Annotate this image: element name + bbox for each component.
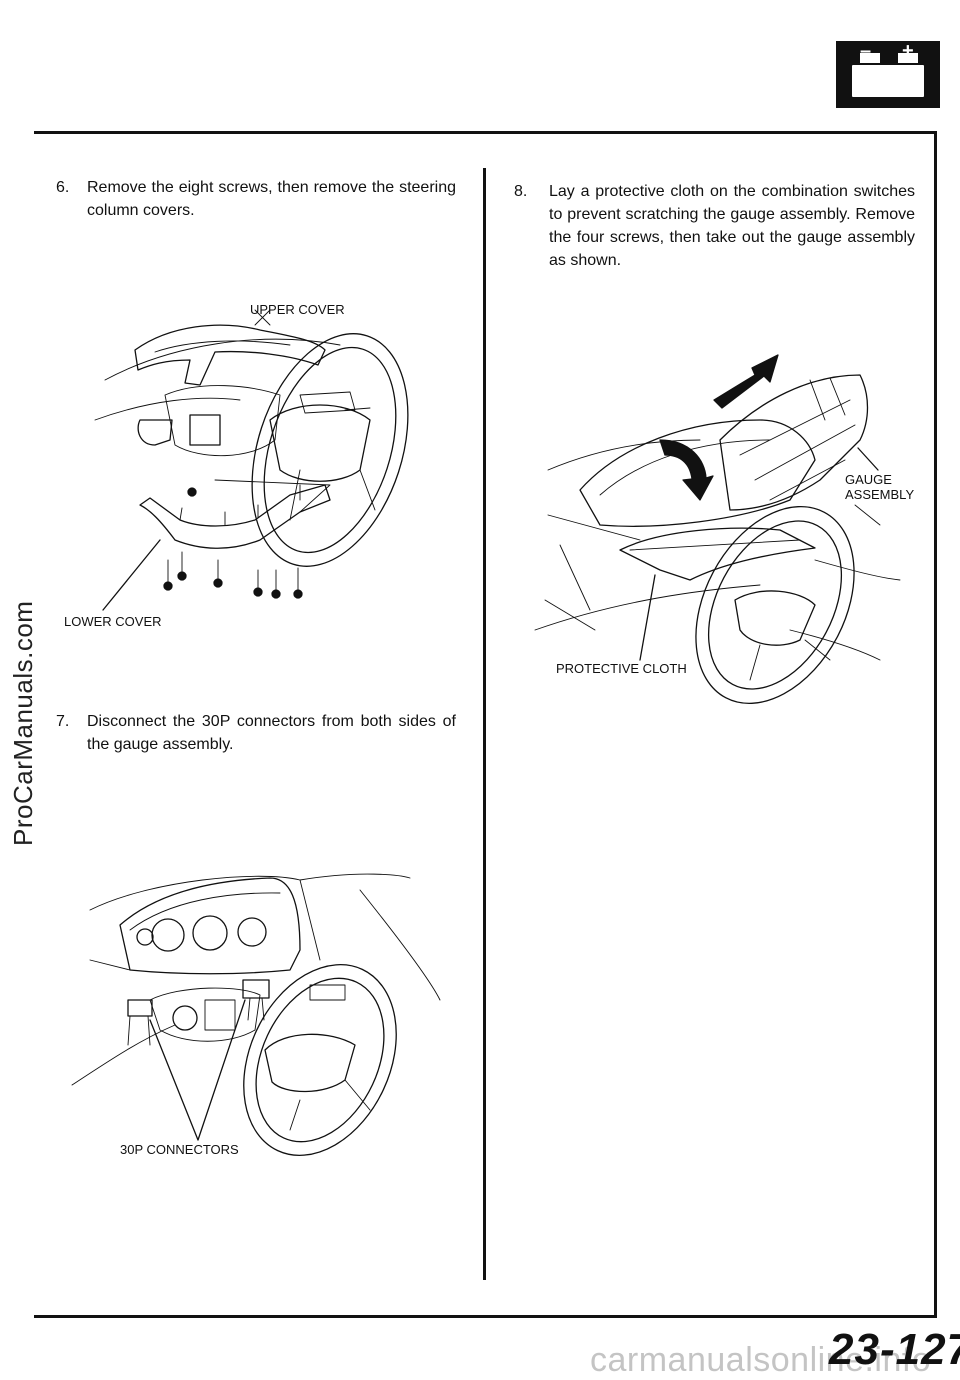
lower-cover-label: LOWER COVER — [64, 614, 162, 629]
battery-plus: + — [902, 40, 914, 62]
page-number: 23-127 — [829, 1325, 960, 1374]
column-divider — [483, 168, 486, 1280]
left-watermark: ProCarManuals.com — [8, 600, 38, 846]
step-6: 6. Remove the eight screws, then remove … — [56, 176, 456, 222]
connectors-label: 30P CONNECTORS — [120, 1142, 239, 1157]
step-6-text: Remove the eight screws, then remove the… — [87, 179, 456, 219]
right-rule — [934, 131, 937, 1318]
protective-cloth-label: PROTECTIVE CLOTH — [556, 661, 687, 676]
step-8-text: Lay a protective cloth on the combinatio… — [549, 183, 915, 269]
step-8: 8. Lay a protective cloth on the combina… — [514, 180, 915, 272]
gauge-assembly-label: GAUGE ASSEMBLY — [845, 472, 915, 502]
step-7-number: 7. — [56, 713, 70, 730]
bottom-watermark: carmanualsonline.info — [590, 1341, 932, 1379]
step-6-number: 6. — [56, 179, 70, 196]
step-7: 7. Disconnect the 30P connectors from bo… — [56, 710, 456, 756]
battery-icon: – + — [836, 41, 940, 108]
bottom-rule — [34, 1315, 937, 1318]
upper-cover-label: UPPER COVER — [250, 302, 345, 317]
step-7-text: Disconnect the 30P connectors from both … — [87, 713, 456, 753]
step-8-number: 8. — [514, 183, 528, 200]
top-rule — [34, 131, 936, 134]
battery-minus: – — [860, 40, 872, 62]
